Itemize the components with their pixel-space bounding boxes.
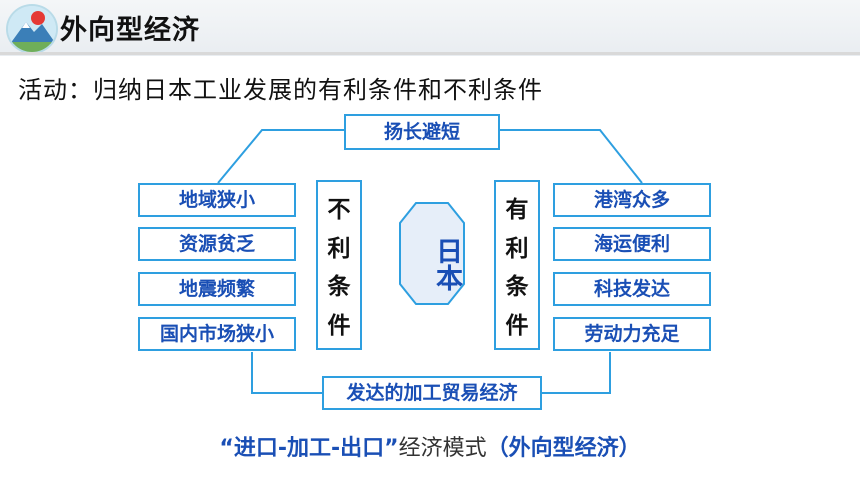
trade-mode: 进口-加工-出口: [233, 436, 385, 461]
header-bar: 外向型经济: [0, 0, 860, 56]
unfavorable-item: 国内市场狭小: [138, 317, 296, 351]
title-char: 有: [505, 197, 529, 224]
title-char: 条: [505, 274, 529, 301]
mode-label: 经济模式: [398, 436, 487, 461]
favorable-item: 海运便利: [553, 227, 711, 261]
unfavorable-item: 资源贫乏: [138, 227, 296, 261]
quote-close: ”: [384, 436, 399, 461]
economy-label: 发达的加工贸易经济: [322, 376, 542, 410]
header-divider: [0, 52, 860, 55]
favorable-title: 有 利 条 件: [494, 180, 540, 350]
title-char: 利: [505, 235, 529, 262]
title-char: 件: [327, 312, 351, 339]
economy-type: （外向型经济）: [486, 436, 641, 461]
unfavorable-item: 地域狭小: [138, 183, 296, 217]
title-char: 件: [505, 312, 529, 339]
quote-open: “: [219, 436, 234, 461]
favorable-item: 科技发达: [553, 272, 711, 306]
favorable-item: 劳动力充足: [553, 317, 711, 351]
favorable-item: 港湾众多: [553, 183, 711, 217]
center-hexagon: [399, 202, 465, 305]
footer-summary: “进口-加工-出口”经济模式（外向型经济）: [0, 430, 860, 462]
unfavorable-item: 地震频繁: [138, 272, 296, 306]
header-background: [0, 0, 860, 56]
mountain-logo-icon: [6, 4, 58, 54]
unfavorable-title: 不 利 条 件: [316, 180, 362, 350]
activity-text: 活动：归纳日本工业发展的有利条件和不利条件: [18, 76, 543, 104]
center-label: 日本: [431, 237, 462, 291]
page-title: 外向型经济: [60, 15, 200, 46]
title-char: 条: [327, 274, 351, 301]
title-char: 利: [327, 235, 351, 262]
title-char: 不: [327, 197, 351, 224]
strategy-label: 扬长避短: [344, 114, 500, 150]
